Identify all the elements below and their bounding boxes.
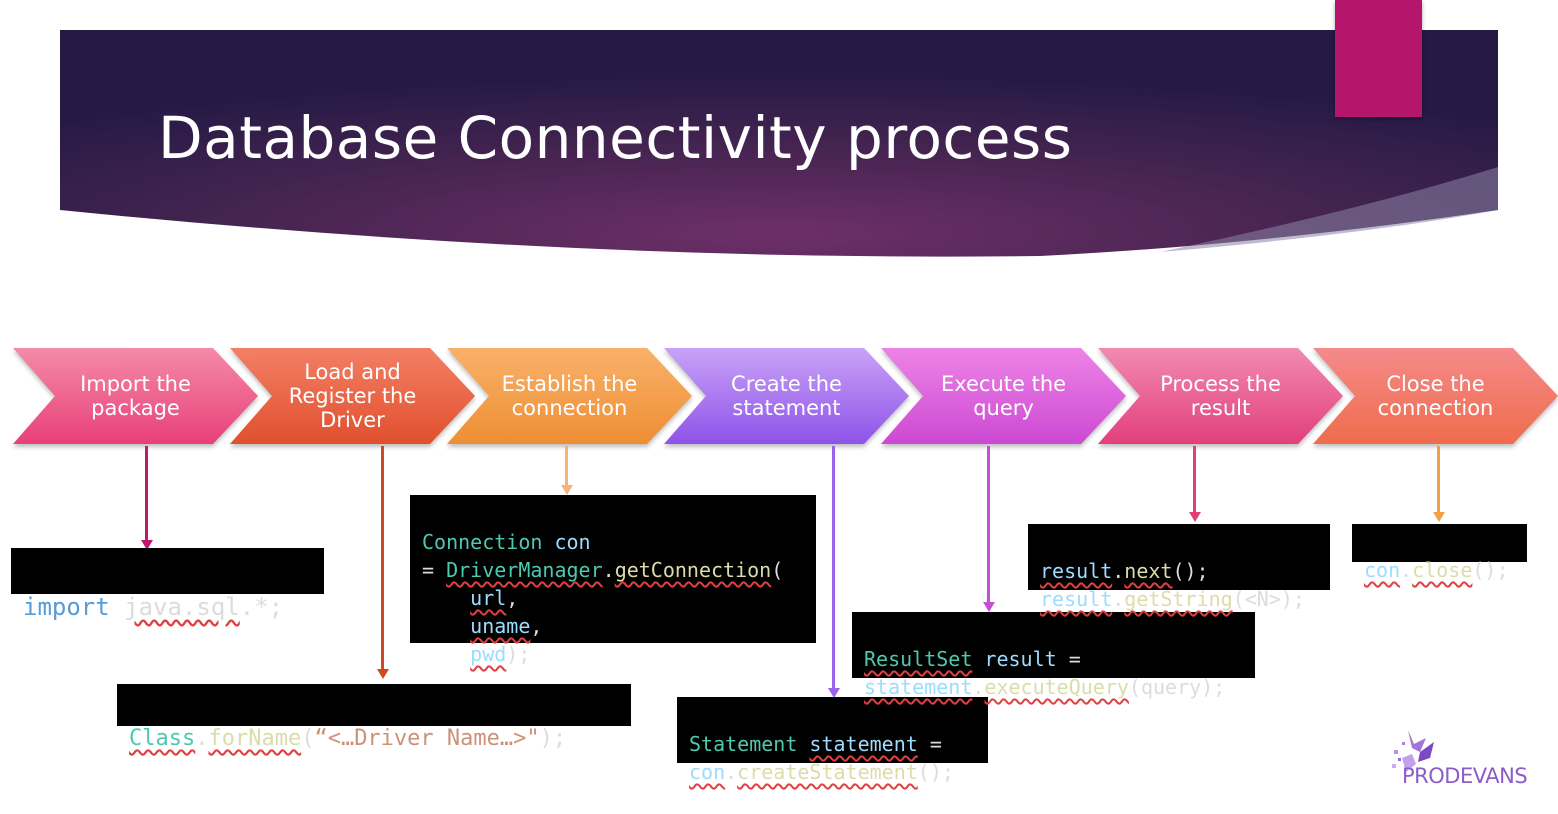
- code-token: ,: [506, 586, 519, 610]
- code-token: Class: [129, 726, 196, 751]
- code-token: uname: [470, 614, 531, 638]
- code-token: pwd: [470, 642, 507, 666]
- code-token: .: [1400, 558, 1413, 582]
- connector-arrow: [827, 446, 840, 698]
- connector-arrow: [376, 446, 389, 679]
- code-token: con: [689, 760, 726, 784]
- code-token: result: [984, 647, 1057, 671]
- code-token: (query);: [1128, 675, 1226, 699]
- step-label: Establish the connection: [501, 372, 638, 420]
- code-token: con: [554, 530, 591, 554]
- step-establish-connection: Establish the connection: [447, 346, 692, 446]
- code-token: statement: [809, 732, 918, 756]
- step-execute-query: Execute the query: [881, 346, 1126, 446]
- code-load-driver: Class.forName(“<…Driver Name…>");: [117, 684, 631, 751]
- code-import: import java.sql.*;: [11, 548, 324, 621]
- code-token: .: [1112, 559, 1125, 583]
- code-token: Statement: [689, 732, 798, 756]
- step-create-statement: Create the statement: [664, 346, 909, 446]
- code-token: =: [929, 732, 942, 756]
- step-load-driver: Load and Register the Driver: [230, 346, 475, 446]
- step-label: Close the connection: [1377, 372, 1494, 420]
- step-close-connection: Close the connection: [1313, 346, 1558, 446]
- bird-logo-icon: [1392, 730, 1434, 772]
- code-token: ();: [917, 760, 954, 784]
- accent-rectangle: [1335, 0, 1422, 117]
- code-token: close: [1412, 558, 1473, 582]
- code-token: Connection: [422, 530, 543, 554]
- code-token: result: [1040, 587, 1113, 611]
- step-label: Process the result: [1160, 372, 1281, 420]
- code-token: createStatement: [737, 760, 918, 784]
- code-token: result: [1040, 559, 1113, 583]
- code-token: .: [725, 760, 738, 784]
- prodevans-logo: PRODEVANS: [1390, 728, 1550, 792]
- slide-title: Database Connectivity process: [158, 104, 1073, 172]
- code-token: .: [195, 726, 209, 751]
- code-token: java.sql: [124, 593, 240, 621]
- code-token: .*;: [239, 593, 284, 621]
- code-close-connection: con.close();: [1352, 524, 1527, 582]
- code-token: =: [422, 558, 435, 582]
- code-process-result: result.next();result.getString(<N>);: [1028, 524, 1330, 611]
- connector-arrow: [560, 446, 573, 495]
- step-label: Create the statement: [731, 372, 842, 420]
- code-token: (<N>);: [1232, 587, 1305, 611]
- code-token: DriverManager: [446, 558, 603, 582]
- connector-arrow: [140, 446, 153, 550]
- code-token: next: [1124, 559, 1173, 583]
- code-token: .: [1112, 587, 1125, 611]
- code-create-statement: Statement statement = con.createStatement…: [677, 697, 988, 784]
- code-token: “<…Driver Name…>": [314, 726, 540, 751]
- step-import-package: Import the package: [13, 346, 258, 446]
- code-token: (: [771, 558, 784, 582]
- code-token: .: [602, 558, 615, 582]
- logo-text: PRODEVANS: [1402, 764, 1528, 788]
- code-token: import: [23, 593, 110, 621]
- code-token: con: [1364, 558, 1401, 582]
- step-label: Execute the query: [940, 372, 1067, 420]
- code-token: executeQuery: [984, 675, 1129, 699]
- connector-arrow: [982, 446, 995, 612]
- code-token: );: [506, 642, 531, 666]
- code-token: ();: [1172, 559, 1209, 583]
- code-token: ResultSet: [864, 647, 973, 671]
- code-token: getString: [1124, 587, 1233, 611]
- code-token: getConnection: [614, 558, 772, 582]
- title-banner: [60, 30, 1498, 260]
- code-token: forName: [208, 726, 302, 751]
- connector-arrow: [1432, 446, 1445, 522]
- code-token: .: [972, 675, 985, 699]
- code-get-connection: Connection con = DriverManager.getConnect…: [410, 495, 816, 666]
- code-token: ();: [1472, 558, 1509, 582]
- code-token: (: [301, 726, 315, 751]
- code-token: ,: [530, 614, 543, 638]
- code-execute-query: ResultSet result = statement.executeQuery…: [852, 612, 1255, 699]
- code-token: =: [1068, 647, 1081, 671]
- step-process-result: Process the result: [1098, 346, 1343, 446]
- code-token: );: [539, 726, 567, 751]
- code-token: statement: [864, 675, 973, 699]
- code-token: url: [470, 586, 507, 610]
- step-label: Import the package: [80, 372, 191, 420]
- connector-arrow: [1188, 446, 1201, 522]
- step-label: Load and Register the Driver: [288, 360, 417, 432]
